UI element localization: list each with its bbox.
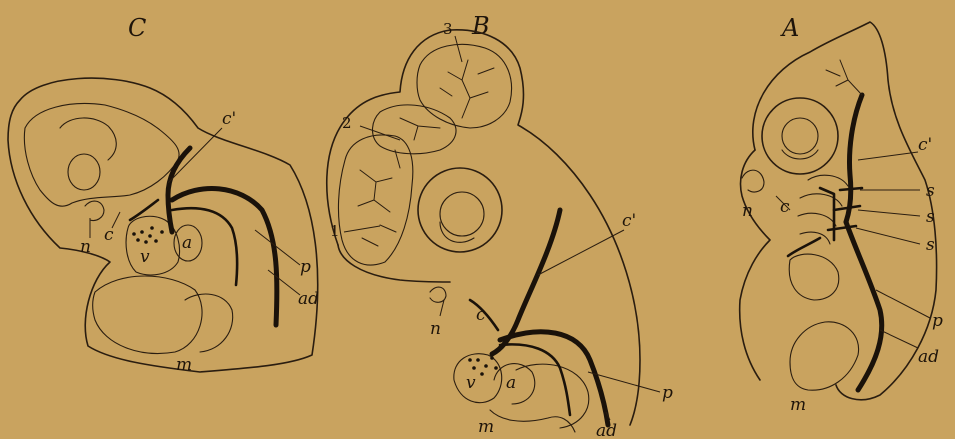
panel-a-label-c-prime: c' [918, 135, 932, 155]
panel-c-label-n: n [80, 237, 91, 257]
panel-a-mesonephros [790, 322, 859, 390]
panel-a-cardinal-vein [846, 95, 862, 222]
panel-b: B [327, 12, 673, 439]
panel-c-label-m: m [176, 355, 192, 375]
panel-b-umbilical [490, 410, 575, 432]
panel-b-label-ad: ad [596, 421, 617, 439]
panel-a-dorsal-aorta [846, 222, 882, 390]
panel-b-label-v: v [466, 373, 476, 393]
panel-c: C c' n c v [8, 14, 319, 375]
panel-b-dorsal-aorta [500, 332, 608, 425]
panel-a-label-n: n [742, 201, 753, 221]
panel-a-carotid [788, 238, 820, 256]
panel-c-label-c-prime: c' [222, 109, 236, 129]
panel-a-title: A [780, 14, 799, 42]
panel-a: A c [740, 14, 943, 415]
panel-c-brain-outline [24, 104, 179, 207]
panel-a-heart [789, 254, 839, 300]
panel-b-label-c-prime: c' [622, 211, 636, 231]
panel-c-mesonephros [185, 294, 233, 352]
panel-a-label-s1: s [926, 181, 935, 201]
panel-c-title: C [128, 14, 146, 42]
panel-b-label-m: m [478, 417, 494, 437]
panel-b-label-2: 2 [342, 114, 352, 132]
panel-a-label-p: p [932, 311, 943, 331]
panel-c-label-c: c [104, 225, 114, 245]
panel-b-liver [516, 364, 589, 428]
panel-b-title: B [471, 12, 490, 40]
panel-c-label-a: a [182, 233, 192, 253]
panel-b-label-1: 1 [330, 222, 340, 240]
panel-c-cardinal-vein [168, 148, 190, 232]
panel-c-ventricle-stipple [132, 226, 164, 244]
panel-a-label-m: m [790, 395, 806, 415]
panel-a-label-s2: s [926, 207, 935, 227]
panel-a-nasal-pit [742, 170, 764, 192]
panel-a-label-c: c [780, 197, 790, 217]
panel-c-label-p: p [300, 257, 311, 277]
panel-a-eye-outer [762, 98, 838, 174]
panel-c-eye [68, 154, 100, 190]
panel-c-label-ad: ad [298, 289, 319, 309]
panel-a-ventral-outline [740, 150, 770, 380]
panel-a-eye-lens [782, 118, 818, 154]
panel-c-label-v: v [140, 247, 150, 267]
panel-b-eye-outer [418, 168, 502, 252]
panel-b-eye-lens [440, 192, 484, 236]
panel-b-label-n: n [430, 319, 441, 339]
panel-c-body-outline [8, 78, 318, 372]
panel-b-vesicle-2 [373, 105, 456, 154]
panel-a-label-s3: s [926, 235, 935, 255]
panel-a-arch-vessels [820, 188, 834, 240]
panel-b-label-3: 3 [443, 20, 453, 38]
panel-b-label-a: a [506, 373, 516, 393]
panel-b-label-c: c [476, 305, 486, 325]
panel-b-label-p: p [662, 383, 673, 403]
panel-c-liver [93, 276, 202, 353]
panel-c-nasal-pit [85, 201, 104, 220]
panel-b-vesicle-1 [338, 135, 412, 265]
panel-a-label-ad: ad [918, 347, 939, 367]
